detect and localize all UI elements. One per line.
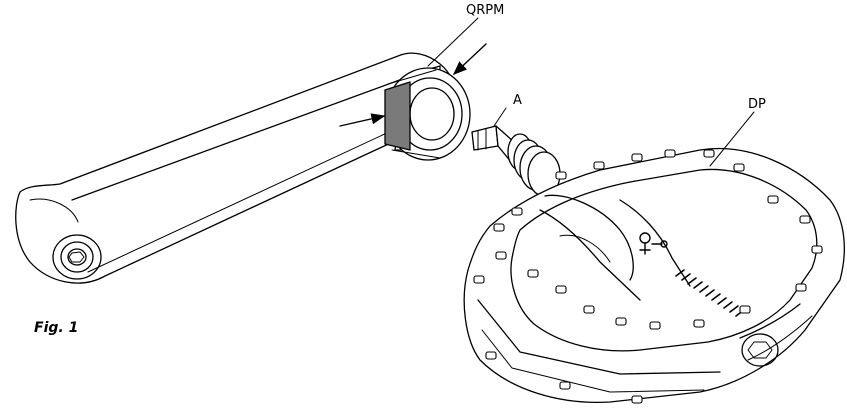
a-leader-line	[494, 108, 506, 126]
crank-arm	[16, 53, 455, 283]
pedal-spindle	[472, 126, 560, 196]
callout-a: A	[513, 93, 522, 108]
pedal-body	[464, 149, 844, 403]
callout-qrpm: QRPM	[466, 3, 504, 18]
crank-bolt	[53, 235, 101, 279]
callout-dp: DP	[748, 97, 766, 112]
figure-caption: Fig. 1	[34, 320, 78, 336]
left-arrow-icon	[340, 116, 384, 126]
upper-arrow-icon	[454, 44, 486, 74]
